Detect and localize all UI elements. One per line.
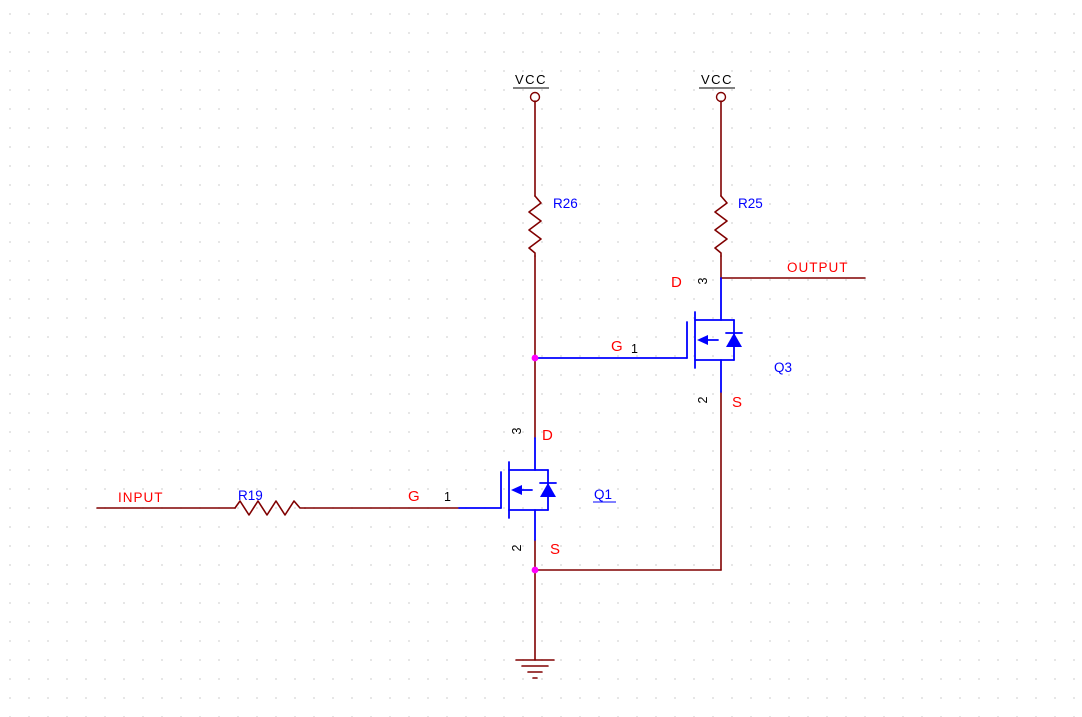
power-port-circle-icon [529,91,541,103]
q1-pin-name-drain: D [542,427,553,444]
resistor-body[interactable] [714,195,728,257]
net-label-input[interactable]: INPUT [118,490,164,505]
q1-designator[interactable]: Q1 [594,487,612,502]
resistor-r19[interactable]: R19 [234,488,306,516]
q3-pin-number-drain: 3 [696,277,710,284]
q1-pin-number-drain: 3 [510,427,524,434]
q3-pin-number-source: 2 [696,396,710,403]
resistor-body[interactable] [528,195,542,257]
q1-pin-name-gate: G [408,488,420,505]
q1-pin-name-source: S [550,541,560,558]
resistor-designator[interactable]: R19 [238,488,263,503]
q3-designator[interactable]: Q3 [774,360,792,375]
q3-pin-number-gate: 1 [631,342,638,356]
power-port-vcc-left[interactable]: VCC [513,72,549,103]
q3-substrate-arrow-icon [697,335,708,345]
q3-pin-name-drain: D [671,274,682,291]
resistor-body[interactable] [234,500,306,516]
q1-body-diode-icon [540,483,556,497]
net-label-output[interactable]: OUTPUT [787,260,849,275]
resistor-r25[interactable]: R25 [714,195,763,257]
q1-pin-number-source: 2 [510,544,524,551]
resistor-designator[interactable]: R26 [553,196,578,211]
power-port-label[interactable]: VCC [515,72,547,87]
power-port-vcc-right[interactable]: VCC [699,72,735,103]
q1-pin-number-gate: 1 [444,490,451,504]
q3-body-diode-icon [726,333,742,347]
junction-dot [531,566,539,574]
power-port-label[interactable]: VCC [701,72,733,87]
power-port-circle-icon [715,91,727,103]
ground-symbol[interactable] [515,659,555,679]
resistor-r26[interactable]: R26 [528,195,578,257]
q1-substrate-arrow-icon [511,485,522,495]
q3-pin-name-gate: G [611,338,623,355]
mosfet-q3[interactable]: D 3 G 1 S 2 Q3 [537,274,792,411]
q3-pin-name-source: S [732,394,742,411]
resistor-designator[interactable]: R25 [738,196,763,211]
mosfet-q1[interactable]: D 3 G 1 S 2 Q1 [408,427,616,558]
junction-dot [531,354,539,362]
